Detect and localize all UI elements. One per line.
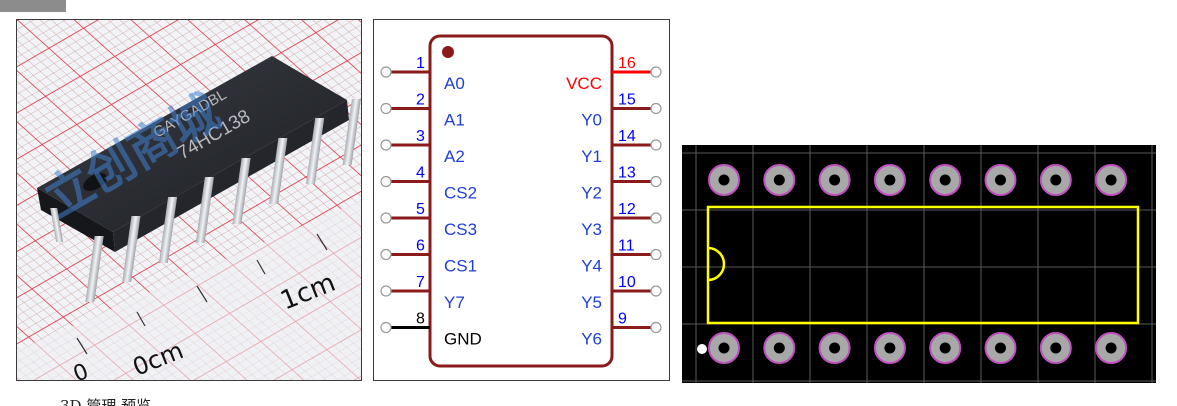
- pad-hole: [718, 174, 730, 186]
- pin-name-left: CS2: [444, 184, 477, 203]
- symbol-body: [428, 34, 614, 368]
- pin-number-left: 8: [416, 311, 425, 328]
- ruler: 1cm 0cm 0: [17, 200, 361, 380]
- pad-hole: [1105, 342, 1117, 354]
- pin-endpoint-right-16: [650, 66, 662, 78]
- pin-number-right: 13: [618, 165, 636, 182]
- pin-endpoint-right-15: [650, 102, 662, 115]
- pad-hole: [1105, 174, 1117, 186]
- pad-hole: [884, 174, 896, 186]
- pad-hole: [1050, 342, 1062, 354]
- pin-number-left: 7: [416, 274, 425, 291]
- pin-endpoint-right-10: [650, 285, 662, 297]
- pin-number-right: 15: [618, 92, 636, 109]
- pin-endpoint-right-11: [650, 248, 662, 261]
- pin-name-right: Y1: [581, 147, 602, 166]
- pin-number-right: 9: [618, 311, 627, 328]
- pin-endpoint-right-12: [650, 212, 662, 224]
- pad-hole: [1050, 174, 1062, 186]
- pin-name-right: Y6: [581, 330, 602, 349]
- pin-endpoint-right-9: [650, 321, 662, 334]
- pin-endpoint-left-4: [380, 175, 392, 188]
- chip-legs: [50, 99, 361, 302]
- footprint-grid: [682, 145, 1156, 383]
- pin-name-right: Y5: [581, 293, 602, 312]
- pin-name-right: Y2: [581, 184, 602, 203]
- pad-hole: [995, 174, 1006, 186]
- pin-name-right: Y4: [581, 257, 602, 276]
- pin-number-right: 10: [618, 274, 636, 291]
- pin1-marker-dot: [697, 344, 707, 354]
- pad-hole: [773, 174, 785, 186]
- pin-name-left: CS1: [444, 257, 477, 276]
- silkscreen-outline: [706, 205, 1140, 325]
- pin-number-left: 5: [416, 201, 425, 218]
- pin-name-left: A1: [444, 111, 465, 130]
- pin-number-left: 3: [416, 128, 425, 145]
- pin1-dot-marker: [442, 46, 454, 58]
- pin-number-right: 11: [618, 238, 635, 255]
- pin-number-right: 12: [618, 201, 636, 218]
- pin-endpoint-right-14: [650, 139, 662, 151]
- pin-number-left: 4: [416, 165, 425, 182]
- pin-name-left: GND: [444, 330, 482, 349]
- pin-number-left: 2: [416, 92, 425, 109]
- pin-endpoint-left-6: [380, 248, 392, 261]
- pad-hole: [829, 174, 841, 186]
- pin-name-left: CS3: [444, 220, 477, 239]
- pad-hole: [939, 174, 951, 186]
- pin-endpoint-left-2: [380, 102, 392, 115]
- pin-name-right: VCC: [566, 74, 602, 93]
- pcb-footprint: [682, 145, 1156, 383]
- pin-endpoint-left-8: [380, 321, 392, 334]
- pin-endpoint-right-13: [650, 175, 662, 188]
- pin-name-right: Y3: [581, 220, 602, 239]
- pin-name-left: Y7: [444, 293, 465, 312]
- pad-hole: [829, 342, 841, 354]
- pad-hole: [718, 342, 730, 354]
- pin-endpoint-left-7: [380, 285, 392, 297]
- product-photo-panel: GAYGADBL 74HC138 立创商城 1: [16, 19, 362, 381]
- pin-number-left: 1: [416, 55, 425, 72]
- pad-hole: [939, 342, 951, 354]
- pin-name-left: A0: [444, 74, 465, 93]
- pin-name-left: A2: [444, 147, 465, 166]
- page-caption: 3D 管理 预览: [60, 397, 152, 406]
- pad-hole: [773, 342, 785, 354]
- pin-endpoint-left-5: [380, 212, 392, 224]
- silkscreen-notch: [707, 246, 726, 282]
- pin-endpoint-left-3: [380, 139, 392, 151]
- corner-tab: [0, 0, 66, 12]
- pin-name-right: Y0: [581, 111, 602, 130]
- pcb-footprint-panel: [682, 145, 1156, 383]
- pin-number-left: 6: [416, 238, 425, 255]
- pad-hole: [995, 342, 1006, 354]
- pad-hole: [884, 342, 896, 354]
- pin-endpoint-left-1: [380, 66, 392, 78]
- pin-number-right: 14: [618, 128, 636, 145]
- product-photo: GAYGADBL 74HC138 立创商城 1: [17, 20, 361, 380]
- pin-number-right: 16: [618, 55, 636, 72]
